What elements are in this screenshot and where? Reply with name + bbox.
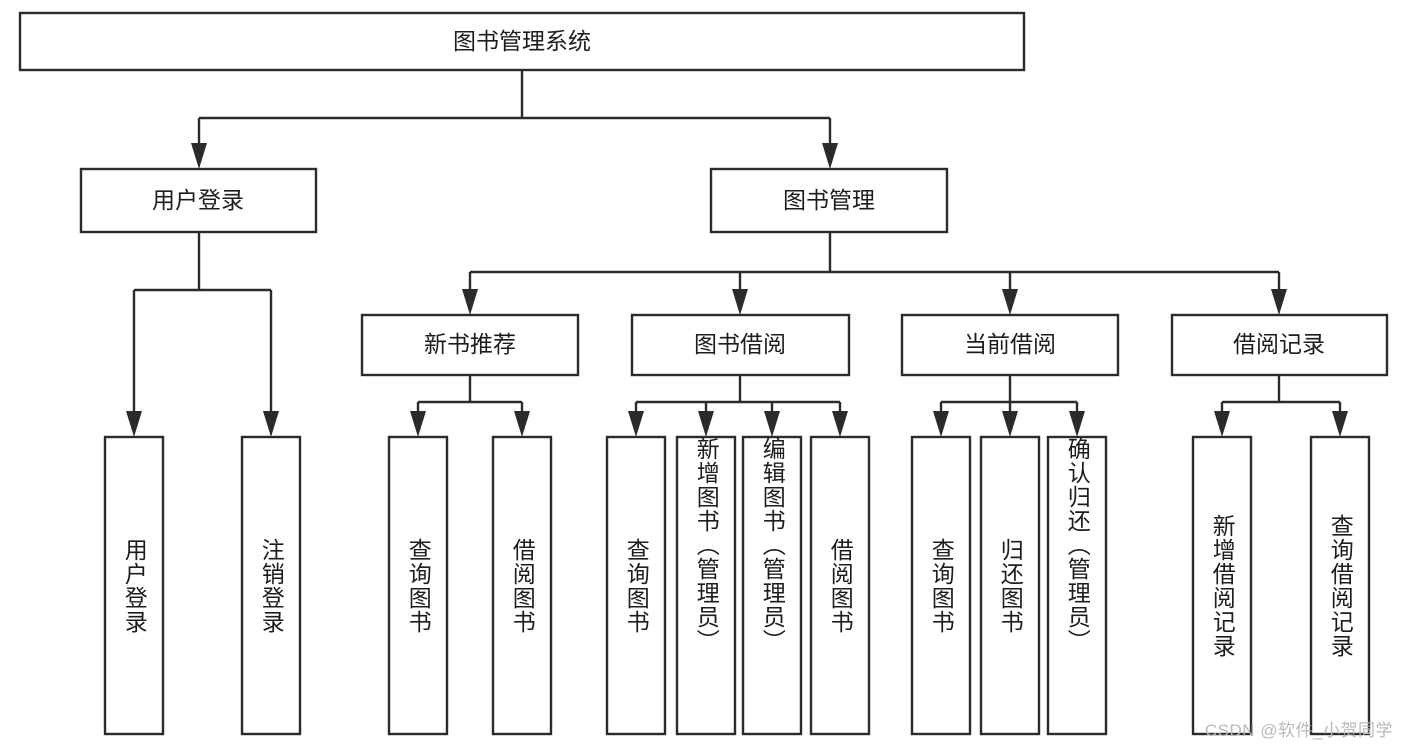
arrow-newbook-leaf-2 bbox=[514, 411, 530, 437]
arrow-current-leaf-2 bbox=[1002, 411, 1018, 437]
arrow-to-newbook bbox=[462, 289, 478, 315]
node-user-login-label: 用户登录 bbox=[152, 187, 244, 213]
node-new-book-recommend-label: 新书推荐 bbox=[424, 331, 516, 357]
node-new-book-recommend[interactable] bbox=[360, 313, 580, 377]
leaf-box-return-book[interactable] bbox=[979, 435, 1041, 736]
leaf-box-query-book-1[interactable] bbox=[387, 435, 449, 736]
leaf-box-add-record[interactable] bbox=[1191, 435, 1253, 736]
node-book-borrow-label: 图书借阅 bbox=[694, 331, 786, 357]
arrow-newbook-leaf-1 bbox=[410, 411, 426, 437]
arrow-borrow-leaf-3 bbox=[764, 411, 780, 437]
node-book-borrow[interactable] bbox=[630, 313, 851, 377]
leaf-box-query-record[interactable] bbox=[1309, 435, 1371, 736]
arrow-to-user-login bbox=[191, 143, 207, 169]
node-user-login[interactable] bbox=[79, 167, 318, 234]
node-root-label: 图书管理系统 bbox=[453, 28, 591, 54]
node-book-management-label: 图书管理 bbox=[783, 187, 875, 213]
arrow-to-records bbox=[1271, 289, 1287, 315]
arrow-to-current bbox=[1002, 289, 1018, 315]
node-current-borrow[interactable] bbox=[900, 313, 1120, 377]
leaf-box-borrow-book-2[interactable] bbox=[809, 435, 871, 736]
node-book-management[interactable] bbox=[709, 167, 949, 234]
node-current-borrow-label: 当前借阅 bbox=[964, 331, 1056, 357]
node-group: 图书管理系统 用户登录 图书管理 新书推荐 图书借阅 当前借阅 借阅记录 bbox=[18, 11, 1389, 736]
arrow-borrow-leaf-2 bbox=[698, 411, 714, 437]
arrow-borrow-leaf-1 bbox=[628, 411, 644, 437]
leaf-box-logout[interactable] bbox=[240, 435, 302, 736]
arrow-to-borrow bbox=[732, 289, 748, 315]
arrow-records-leaf-1 bbox=[1214, 411, 1230, 437]
arrow-current-leaf-1 bbox=[933, 411, 949, 437]
leaf-box-confirm-return[interactable] bbox=[1046, 435, 1108, 736]
connector-group bbox=[126, 70, 1348, 437]
node-borrow-records[interactable] bbox=[1170, 313, 1389, 377]
watermark: CSDN @软件_小贺同学 bbox=[1204, 721, 1393, 740]
leaf-box-query-book-2[interactable] bbox=[605, 435, 667, 736]
node-borrow-records-label: 借阅记录 bbox=[1233, 331, 1325, 357]
arrow-leaf-logout bbox=[263, 411, 279, 437]
arrow-to-book-mgmt bbox=[822, 143, 838, 169]
node-root[interactable] bbox=[18, 11, 1026, 72]
leaf-box-user-login[interactable] bbox=[103, 435, 165, 736]
arrow-leaf-user-login bbox=[126, 411, 142, 437]
leaf-box-query-book-3[interactable] bbox=[910, 435, 972, 736]
leaf-box-add-book[interactable] bbox=[675, 435, 737, 736]
leaf-box-borrow-book-1[interactable] bbox=[491, 435, 553, 736]
arrow-borrow-leaf-4 bbox=[832, 411, 848, 437]
arrow-current-leaf-3 bbox=[1069, 411, 1085, 437]
arrow-records-leaf-2 bbox=[1332, 411, 1348, 437]
leaf-box-edit-book[interactable] bbox=[741, 435, 803, 736]
